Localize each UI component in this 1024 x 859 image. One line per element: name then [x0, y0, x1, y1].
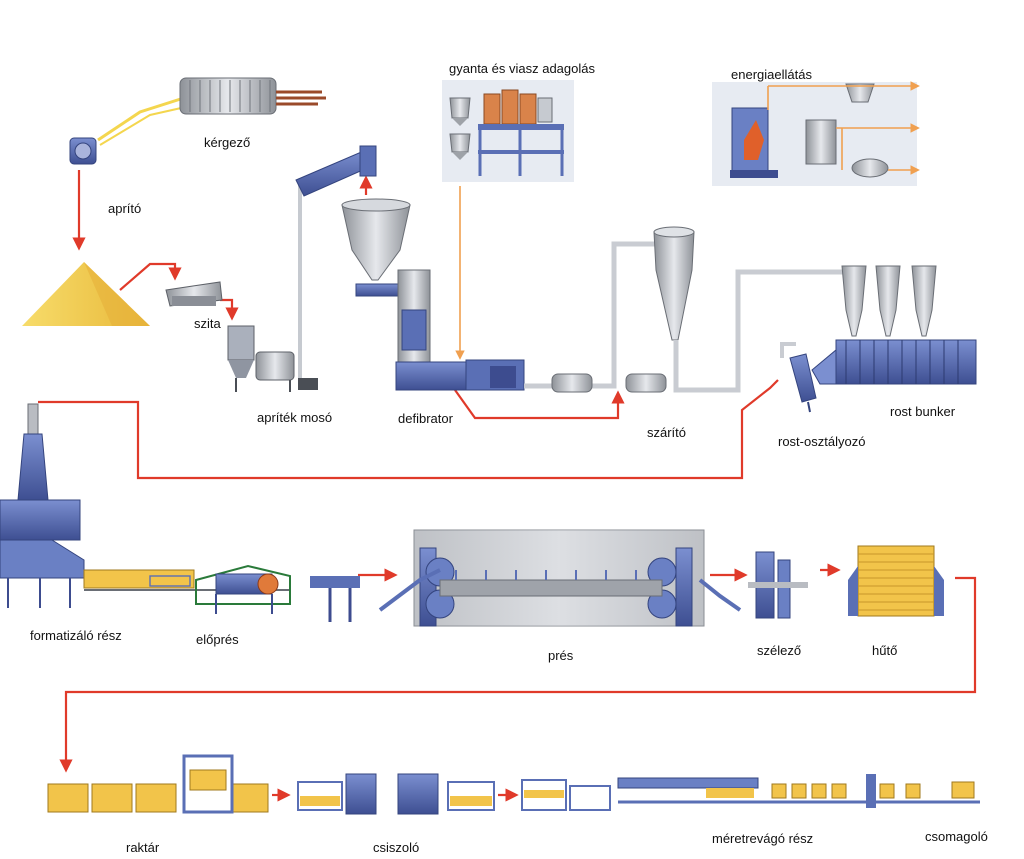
flow-defibrator-to-dryer — [454, 389, 625, 420]
label-csomagolo: csomagoló — [925, 829, 988, 844]
label-rost-bunker: rost bunker — [890, 404, 956, 419]
label-szita: szita — [194, 316, 221, 331]
flow-lines — [38, 170, 977, 802]
label-formatizalo: formatizáló rész — [30, 628, 122, 643]
chipper — [69, 137, 97, 165]
edger — [748, 551, 808, 619]
dryer — [524, 226, 860, 393]
label-defibrator: defibrator — [398, 411, 453, 426]
cooler — [848, 545, 944, 617]
label-elopres: előprés — [196, 632, 239, 647]
flow-szita-to-washer — [220, 298, 239, 321]
screen — [165, 281, 223, 307]
energy-supply — [712, 81, 920, 186]
flow-bunker-to-forming — [38, 379, 779, 480]
fiber-classifier — [780, 342, 817, 413]
resin-wax-dosing — [442, 80, 574, 360]
storage — [47, 754, 269, 814]
label-pres: prés — [548, 648, 574, 663]
label-szelezo: szélező — [757, 643, 802, 658]
debarker — [97, 77, 326, 146]
label-huto: hűtő — [872, 643, 898, 658]
label-raktar: raktár — [126, 840, 160, 855]
label-apritek-moso: apríték mosó — [257, 410, 333, 425]
screw-conveyor — [295, 145, 377, 197]
flow-cooler-to-storage — [59, 576, 977, 773]
fiber-bunker — [811, 265, 977, 385]
label-energia: energiaellátás — [731, 67, 812, 82]
chip-washer — [227, 173, 321, 392]
pre-press — [195, 564, 360, 622]
forming-section — [0, 403, 290, 608]
label-szarito: szárító — [647, 425, 687, 440]
chip-pile — [22, 262, 150, 326]
label-meretrevago: méretrevágó rész — [712, 831, 814, 846]
defibrator — [341, 198, 525, 391]
cutting-line — [521, 774, 980, 811]
flow-pile-to-szita — [119, 262, 182, 291]
label-gyanta: gyanta és viasz adagolás — [449, 61, 595, 76]
label-rost-osztalyozo: rost-osztályozó — [778, 434, 866, 449]
label-csiszolo: csiszoló — [373, 840, 420, 855]
label-aprito: aprító — [108, 201, 142, 216]
label-kergezo: kérgező — [204, 135, 251, 150]
sander — [297, 773, 495, 815]
main-press — [378, 529, 742, 627]
